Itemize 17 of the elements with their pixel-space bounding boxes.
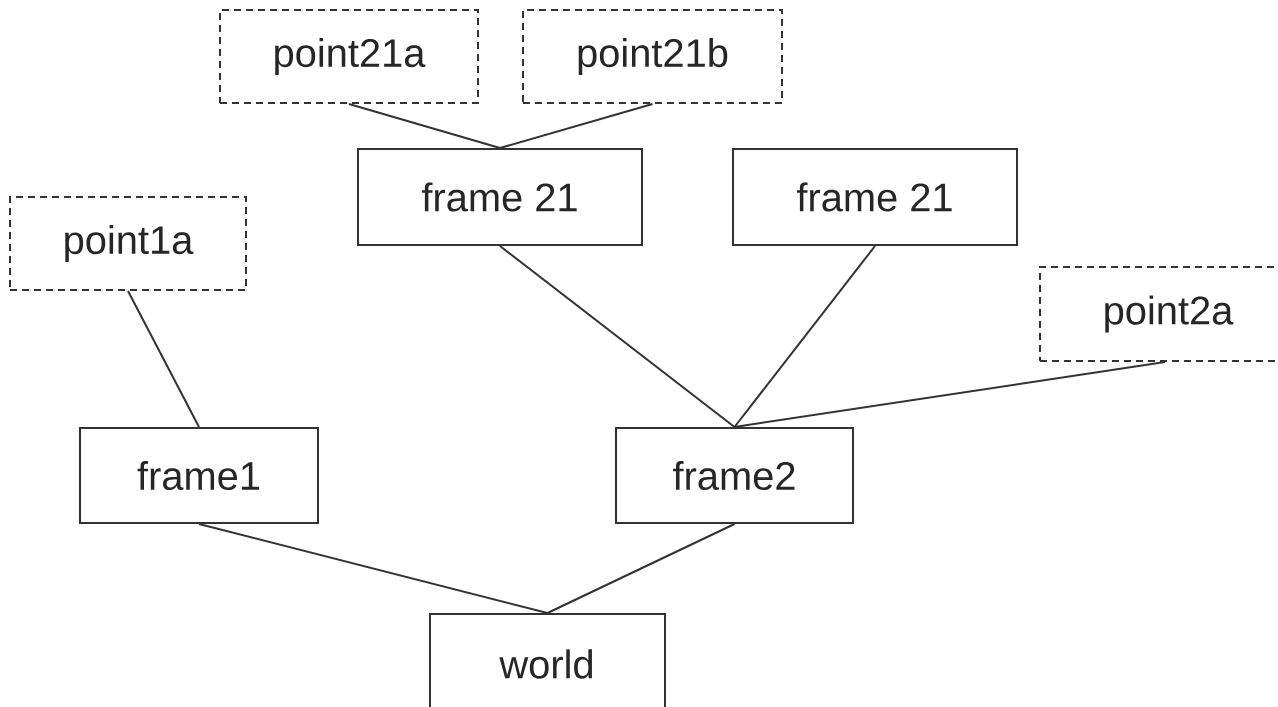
frame-box: frame2 [615,427,854,524]
connector-line [127,290,200,428]
point-box: point1a [9,196,247,291]
connector-line [546,523,736,614]
point-box: point2a [1039,266,1278,362]
connector-line [499,245,736,428]
frame-box: world [429,613,666,707]
connector-line [198,523,549,614]
frame-box: frame 21 [732,148,1018,246]
point-box: point21b [522,9,783,104]
frame-box: frame 21 [357,148,643,246]
point-box: point21a [219,9,479,104]
connector-line [733,245,876,428]
connector-line [348,103,501,149]
connector-line [499,103,654,149]
connector-line [733,361,1166,428]
frame-box: frame1 [79,427,319,524]
